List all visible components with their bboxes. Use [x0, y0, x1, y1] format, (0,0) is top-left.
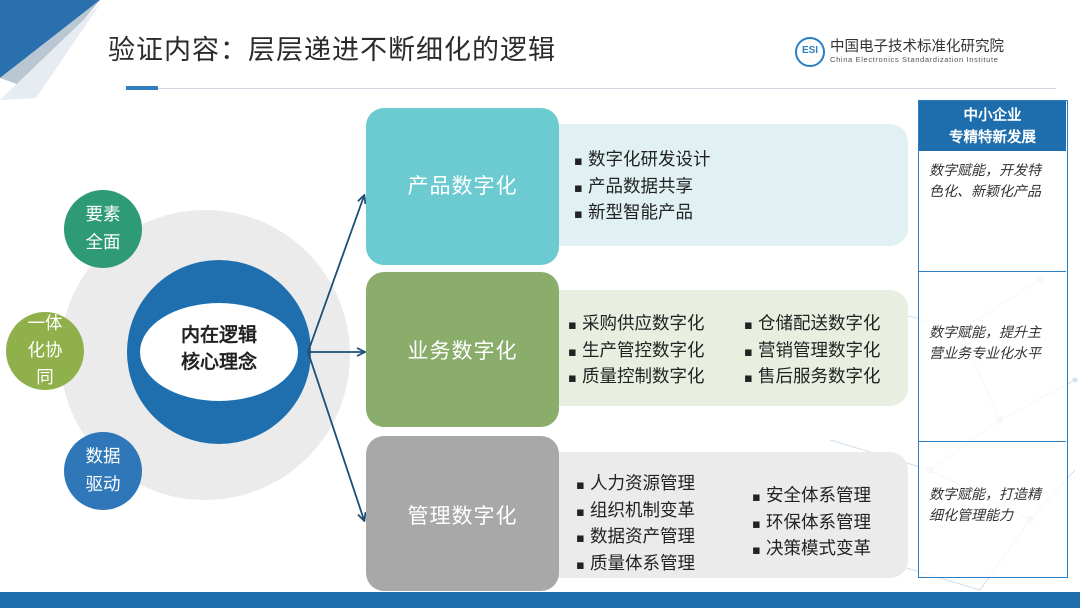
institute-logo: ESI 中国电子技术标准化研究院 China Electronics Stand… [795, 34, 1055, 70]
list-item: ▪组织机制变革 [576, 500, 695, 521]
business-digitalization-box: 业务数字化 [366, 272, 559, 427]
management-digitalization-box: 管理数字化 [366, 436, 559, 591]
list-item: ▪营销管理数字化 [744, 340, 881, 361]
list-item: ▪人力资源管理 [576, 474, 695, 494]
page-title: 验证内容：层层递进不断细化的逻辑 [108, 35, 556, 66]
product-detail-panel [520, 124, 908, 246]
list-item: ▪环保体系管理 [752, 512, 871, 533]
title-accent-mark [126, 86, 158, 90]
list-item: ▪仓储配送数字化 [744, 314, 881, 334]
list-item: ▪质量体系管理 [576, 553, 695, 574]
list-item: ▪售后服务数字化 [744, 367, 881, 387]
list-item: ▪生产管控数字化 [568, 340, 705, 361]
business-items-right: ▪仓储配送数字化 ▪营销管理数字化 ▪售后服务数字化 [744, 312, 881, 392]
sme-note-business: 数字赋能，提升主 营业务专业化水平 [929, 325, 1041, 362]
branch-label: 产品数字化 [407, 174, 518, 198]
list-item: ▪新型智能产品 [574, 203, 693, 223]
sme-note-product: 数字赋能，开发特 色化、新颖化产品 [929, 163, 1041, 200]
sme-column-heading: 中小企业 专精特新发展 [919, 101, 1066, 151]
title-divider [126, 88, 1056, 89]
management-items-left: ▪人力资源管理 ▪组织机制变革 ▪数据资产管理 ▪质量体系管理 [576, 472, 695, 578]
list-item: ▪决策模式变革 [752, 539, 871, 559]
logo-chinese-name: 中国电子技术标准化研究院 [830, 39, 1004, 55]
principle-data-driven: 数据 驱动 [64, 432, 142, 510]
arrow-to-product [307, 196, 364, 353]
list-item: ▪安全体系管理 [752, 486, 871, 506]
corner-triangle-pale [0, 4, 100, 100]
management-items-right: ▪安全体系管理 ▪环保体系管理 ▪决策模式变革 [752, 484, 871, 564]
logo-english-name: China Electronics Standardization Instit… [830, 55, 999, 64]
list-item: ▪数据资产管理 [576, 527, 695, 547]
branch-label: 业务数字化 [407, 339, 518, 363]
corner-triangle-light [0, 0, 100, 88]
business-detail-panel [520, 290, 908, 406]
management-detail-panel [520, 452, 908, 578]
list-item: ▪产品数据共享 [574, 176, 693, 197]
list-item: ▪采购供应数字化 [568, 314, 705, 334]
footer-bar [0, 592, 1080, 608]
column-divider [919, 441, 1066, 442]
list-item: ▪数字化研发设计 [574, 150, 711, 170]
principle-comprehensive-elements: 要素 全面 [64, 190, 142, 268]
logo-mark-text: ESI [801, 45, 819, 56]
principle-label: 一体 化协 同 [27, 313, 63, 388]
principle-label: 要素 全面 [85, 205, 121, 253]
esi-logo-icon: ESI [795, 37, 825, 67]
sme-development-column: 中小企业 专精特新发展 数字赋能，开发特 色化、新颖化产品 数字赋能，提升主 营… [918, 100, 1068, 578]
product-digitalization-box: 产品数字化 [366, 108, 559, 265]
product-items-list: ▪数字化研发设计 ▪产品数据共享 ▪新型智能产品 [574, 148, 711, 228]
sme-note-management: 数字赋能，打造精 细化管理能力 [929, 487, 1041, 524]
core-ellipse [140, 303, 298, 401]
principle-label: 数据 驱动 [85, 447, 121, 495]
arrow-to-management [307, 351, 364, 520]
column-divider [919, 271, 1066, 272]
principle-integrated-collaboration: 一体 化协 同 [6, 312, 84, 390]
list-item: ▪质量控制数字化 [568, 367, 705, 387]
business-items-left: ▪采购供应数字化 ▪生产管控数字化 ▪质量控制数字化 [568, 312, 705, 392]
core-concept-label: 内在逻辑 核心理念 [180, 324, 257, 373]
branch-label: 管理数字化 [407, 504, 518, 528]
